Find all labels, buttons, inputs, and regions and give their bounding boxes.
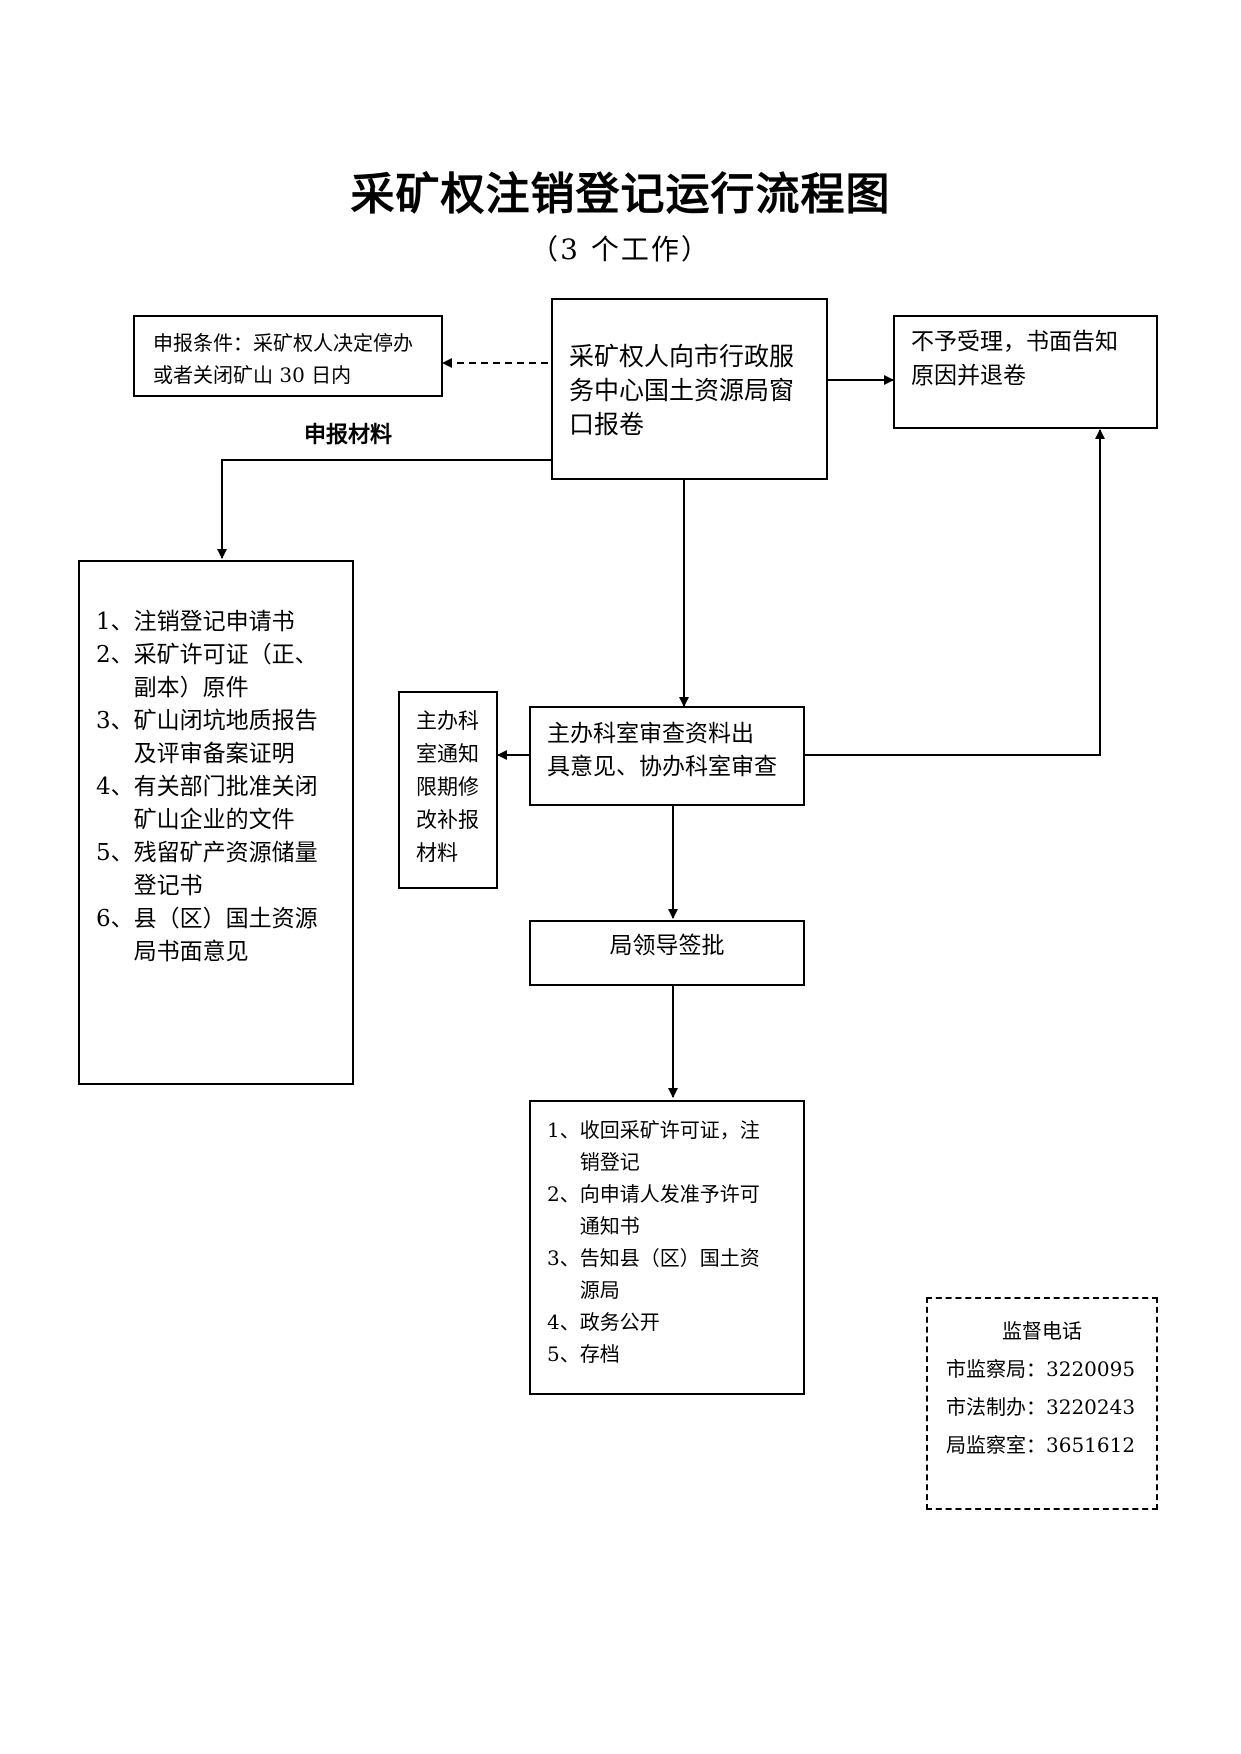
material-item: 5、残留矿产资源储量 登记书 xyxy=(96,837,342,903)
arrow-review-to-reject xyxy=(805,429,1105,756)
result-item: 1、收回采矿许可证，注 销登记 xyxy=(547,1114,795,1178)
material-item: 1、注销登记申请书 xyxy=(96,606,342,639)
result-item-number: 2、 xyxy=(547,1182,580,1206)
material-item: 2、采矿许可证（正、 副本）原件 xyxy=(96,639,342,705)
material-item-text: 注销登记申请书 xyxy=(133,609,295,635)
material-item-number: 6、 xyxy=(96,906,134,932)
notice-box: 主办科 室通知 限期修 改补报 材料 xyxy=(398,691,498,889)
material-item: 3、矿山闭坑地质报告 及评审备案证明 xyxy=(96,705,342,771)
material-item-text: 有关部门批准关闭 矿山企业的文件 xyxy=(133,774,318,833)
result-item-text: 政务公开 xyxy=(579,1310,660,1334)
supervision-title: 监督电话 xyxy=(1002,1319,1082,1343)
result-item-number: 4、 xyxy=(547,1310,580,1334)
result-item: 4、政务公开 xyxy=(547,1306,795,1338)
material-item-number: 1、 xyxy=(96,609,134,635)
result-item-number: 5、 xyxy=(547,1342,580,1366)
result-item-text: 收回采矿许可证，注 销登记 xyxy=(579,1118,760,1174)
result-item-number: 3、 xyxy=(547,1246,580,1270)
result-item-text: 存档 xyxy=(579,1342,620,1366)
arrow-start-to-materials xyxy=(217,459,551,559)
supervision-line: 市法制办：3220243 xyxy=(946,1395,1136,1419)
result-item-number: 1、 xyxy=(547,1118,580,1142)
result-item: 3、告知县（区）国土资 源局 xyxy=(547,1242,795,1306)
approval-box: 局领导签批 xyxy=(529,920,805,986)
flow-label: 申报材料 xyxy=(304,423,393,448)
review-box: 主办科室审查资料出 具意见、协办科室审查 xyxy=(529,706,805,806)
result-item: 2、向申请人发准予许可 通知书 xyxy=(547,1178,795,1242)
supervision-line: 市监察局：3220095 xyxy=(946,1357,1136,1381)
material-item-text: 县（区）国土资源 局书面意见 xyxy=(133,906,318,965)
material-item: 6、县（区）国土资源 局书面意见 xyxy=(96,903,342,969)
supervision-box: 监督电话 市监察局：3220095 市法制办：3220243 局监察室：3651… xyxy=(926,1297,1158,1510)
page-subtitle: （3 个工作） xyxy=(530,233,711,266)
material-item-text: 采矿许可证（正、 副本）原件 xyxy=(133,642,318,701)
result-item: 5、存档 xyxy=(547,1338,795,1370)
material-item-number: 5、 xyxy=(96,840,134,866)
page-title: 采矿权注销登记运行流程图 xyxy=(350,169,891,220)
material-item-number: 4、 xyxy=(96,774,134,800)
reject-box: 不予受理，书面告知 原因并退卷 xyxy=(893,315,1158,429)
supervision-line: 局监察室：3651612 xyxy=(946,1433,1136,1457)
material-item-text: 残留矿产资源储量 登记书 xyxy=(133,840,318,899)
material-item-text: 矿山闭坑地质报告 及评审备案证明 xyxy=(133,708,318,767)
material-item-number: 3、 xyxy=(96,708,134,734)
material-item-number: 2、 xyxy=(96,642,134,668)
condition-box: 申报条件：采矿权人决定停办 或者关闭矿山 30 日内 xyxy=(133,315,443,397)
result-item-text: 向申请人发准予许可 通知书 xyxy=(579,1182,760,1238)
material-item: 4、有关部门批准关闭 矿山企业的文件 xyxy=(96,771,342,837)
result-item-text: 告知县（区）国土资 源局 xyxy=(579,1246,760,1302)
start-box: 采矿权人向市行政服 务中心国土资源局窗 口报卷 xyxy=(551,298,828,480)
